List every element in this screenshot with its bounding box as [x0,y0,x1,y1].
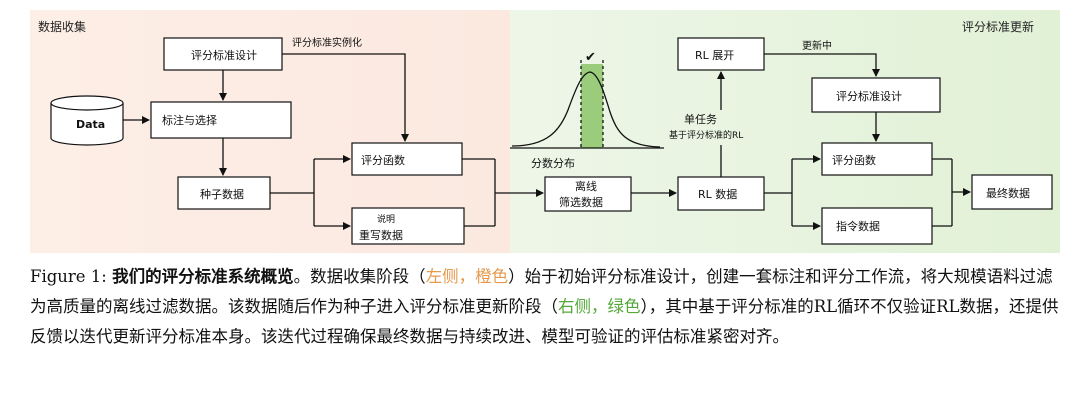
score-function-box-right [821,142,933,176]
score-distribution-chart: ✔ [510,50,664,149]
explain-line1: 说明 [377,213,395,225]
system-overview-figure: 数据收集 评分标准更新 Data 评分标准设计 标注与选择 种子数据 评分函数 … [30,10,1060,253]
annotate-select-label: 标注与选择 [162,113,217,127]
final-data-label: 最终数据 [986,186,1030,200]
score-function-left-label: 评分函数 [361,154,405,167]
rubric-design-box-left [163,37,283,71]
score-distribution-label: 分数分布 [531,157,575,170]
rubric-design-left-label: 评分标准设计 [191,48,257,62]
seed-data-label: 种子数据 [200,187,244,201]
figure-caption: Figure 1: 我们的评分标准系统概览。数据收集阶段（左侧，橙色）始于初始评… [30,262,1060,352]
rubric-design-right-label: 评分标准设计 [836,89,902,103]
check-mark-icon: ✔ [585,50,596,65]
updating-label: 更新中 [802,39,832,52]
score-function-right-label: 评分函数 [832,154,876,167]
distribution-curve [511,71,661,148]
right-panel-title: 评分标准更新 [962,19,1034,34]
offline-line1: 离线 [575,179,597,193]
caption-text-2: ）始于初始评分标准设计，创建一套标注和评分工作流，将大规模语料过滤为高质量的离线… [30,267,1053,316]
single-task-line1: 单任务 [684,113,717,126]
flow-arrows [123,53,971,230]
annotate-select-box [150,101,292,139]
caption-text-3: ），其中基于评分标准的RL循环不仅验证RL数据，还提供反馈以迭代更新评分标准本身… [30,297,1059,346]
score-function-box-left [351,142,463,176]
caption-label: Figure 1: [30,267,113,286]
caption-left-orange: 左侧，橙色 [425,267,509,286]
left-panel-title: 数据收集 [38,19,86,34]
final-data-box [971,174,1053,210]
rl-data-box [677,176,765,211]
caption-title: 我们的评分标准系统概览 [112,267,294,286]
rl-rollout-box [677,37,765,71]
offline-line2: 筛选数据 [559,195,603,209]
seed-data-box [177,176,271,210]
data-cylinder [50,95,124,146]
offline-filter-box [544,176,632,212]
single-task-line2: 基于评分标准的RL [669,129,743,141]
caption-text-1: 。数据收集阶段（ [293,267,426,286]
instruction-data-label: 指令数据 [836,219,880,233]
instruction-data-box [821,207,933,245]
rl-rollout-label: RL 展开 [695,49,734,62]
data-label: Data [76,118,105,131]
caption-right-green: 右侧，绿色 [558,297,641,316]
distribution-peak-band [581,64,603,148]
rubric-instantiation-label: 评分标准实例化 [292,36,362,49]
explain-line2: 重写数据 [359,228,403,242]
rl-data-label: RL 数据 [698,187,737,201]
